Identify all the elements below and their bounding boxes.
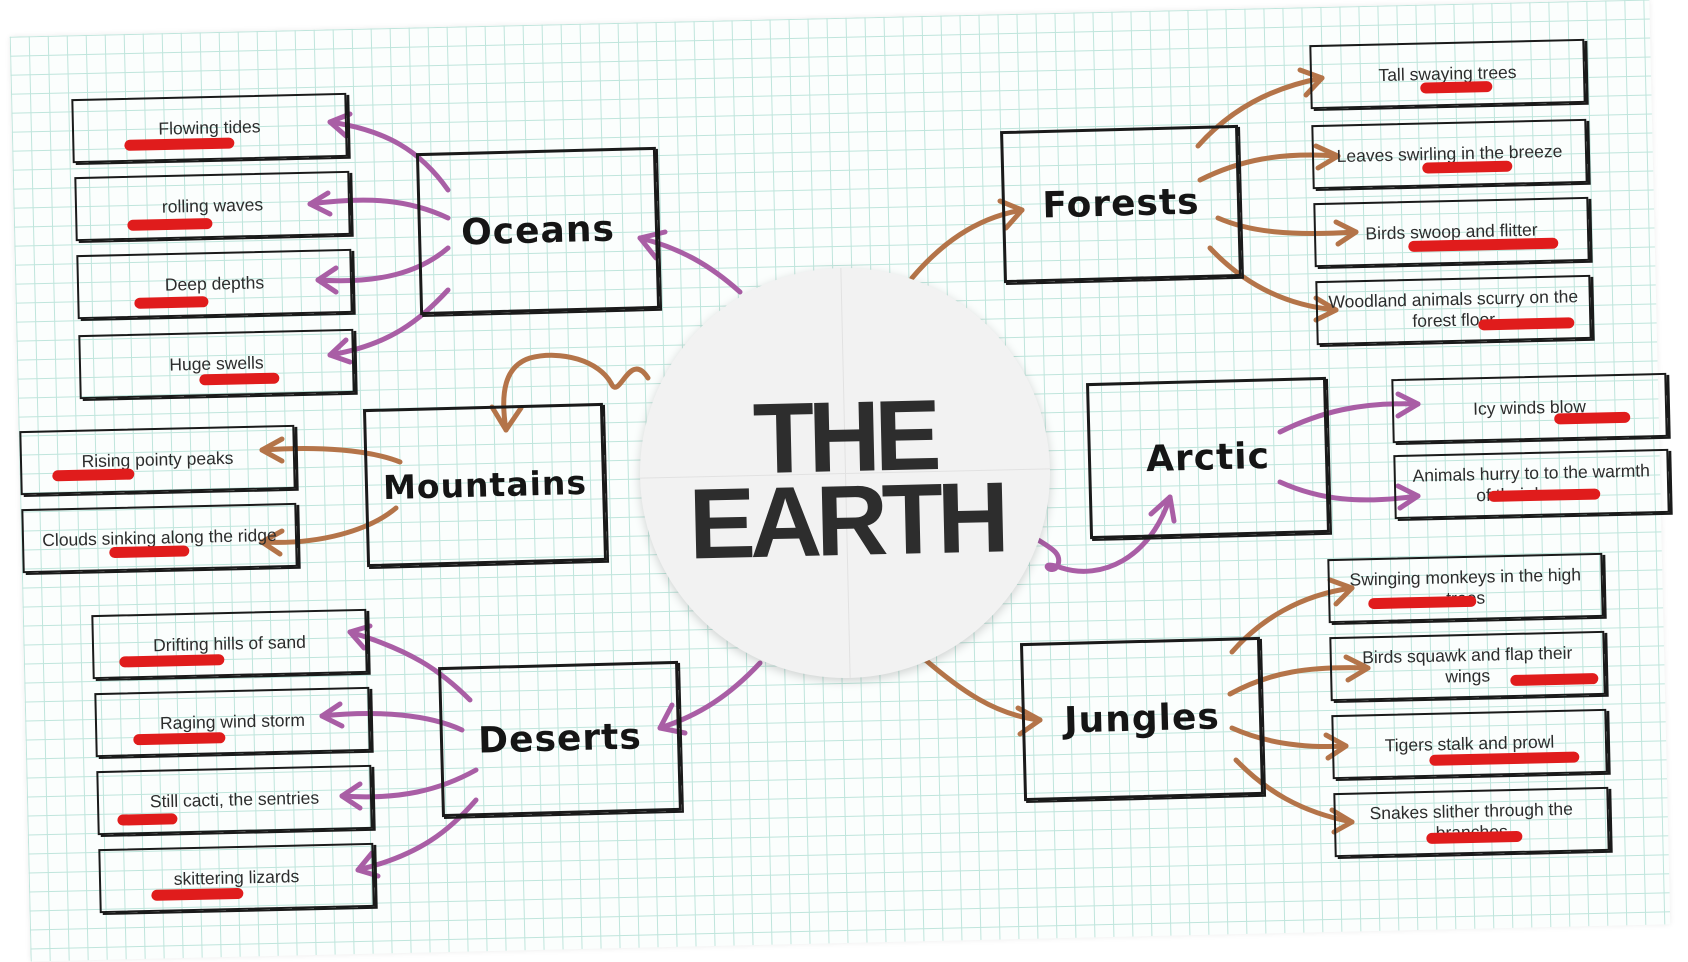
- category-label: Mountains: [382, 462, 588, 508]
- center-title-line2: EARTH: [687, 461, 1005, 581]
- red-scribble: [117, 813, 178, 826]
- red-scribble: [1554, 411, 1631, 425]
- phrase-card: Woodland animals scurry on the forest fl…: [1315, 274, 1592, 346]
- category-label: Forests: [1041, 181, 1201, 227]
- red-scribble: [119, 654, 225, 668]
- phrase-card: Birds squawk and flap their wings: [1329, 630, 1606, 702]
- phrase-text: Raging wind storm: [159, 709, 306, 734]
- red-scribble: [52, 468, 135, 482]
- red-scribble: [1510, 673, 1599, 687]
- category-oceans: Oceans: [415, 146, 661, 316]
- category-label: Jungles: [1063, 696, 1221, 742]
- red-scribble: [1426, 830, 1523, 845]
- red-scribble: [109, 545, 190, 559]
- category-forests: Forests: [1000, 124, 1242, 284]
- red-scribble: [133, 732, 226, 746]
- phrase-card: Swinging monkeys in the high trees: [1327, 552, 1604, 624]
- red-scribble: [124, 137, 235, 151]
- phrase-card: skittering lizards: [98, 842, 375, 914]
- phrase-card: Huge swells: [78, 328, 355, 400]
- phrase-card: Leaves swirling in the breeze: [1311, 118, 1588, 190]
- category-arctic: Arctic: [1085, 376, 1331, 540]
- phrase-card: Tigers stalk and prowl: [1331, 708, 1608, 780]
- category-label: Oceans: [460, 208, 616, 254]
- phrase-card: Drifting hills of sand: [91, 608, 368, 680]
- red-scribble: [1422, 160, 1513, 174]
- phrase-text: Drifting hills of sand: [152, 631, 307, 656]
- red-scribble: [1478, 317, 1575, 331]
- red-scribble: [151, 887, 244, 901]
- category-mountains: Mountains: [362, 402, 608, 568]
- phrase-card: Still cacti, the sentries: [96, 764, 373, 836]
- phrase-card: Snakes slither through the branches: [1333, 786, 1610, 858]
- red-scribble: [1420, 80, 1493, 94]
- phrase-text: Still cacti, the sentries: [149, 787, 320, 812]
- phrase-card: Clouds sinking along the ridge: [21, 502, 298, 574]
- category-label: Deserts: [477, 716, 643, 762]
- phrase-card: Flowing tides: [71, 92, 348, 164]
- phrase-card: Tall swaying trees: [1309, 38, 1586, 110]
- red-scribble: [1429, 751, 1580, 766]
- category-label: Arctic: [1145, 435, 1271, 481]
- phrase-card: Icy winds blow: [1391, 372, 1668, 444]
- phrase-card: Birds swoop and flitter: [1313, 196, 1590, 268]
- category-deserts: Deserts: [438, 660, 682, 818]
- red-scribble: [199, 372, 280, 386]
- phrase-text: Deep depths: [164, 272, 265, 295]
- red-scribble: [1408, 237, 1559, 252]
- phrase-text: rolling waves: [161, 194, 264, 217]
- phrase-card: Raging wind storm: [94, 686, 371, 758]
- red-scribble: [127, 218, 213, 231]
- phrase-card: Deep depths: [76, 248, 353, 320]
- phrase-card: Animals hurry to to the warmth of their …: [1393, 448, 1670, 520]
- phrase-card: Rising pointy peaks: [19, 424, 296, 496]
- phrase-card: rolling waves: [74, 170, 351, 242]
- category-jungles: Jungles: [1019, 636, 1265, 802]
- red-scribble: [134, 296, 209, 309]
